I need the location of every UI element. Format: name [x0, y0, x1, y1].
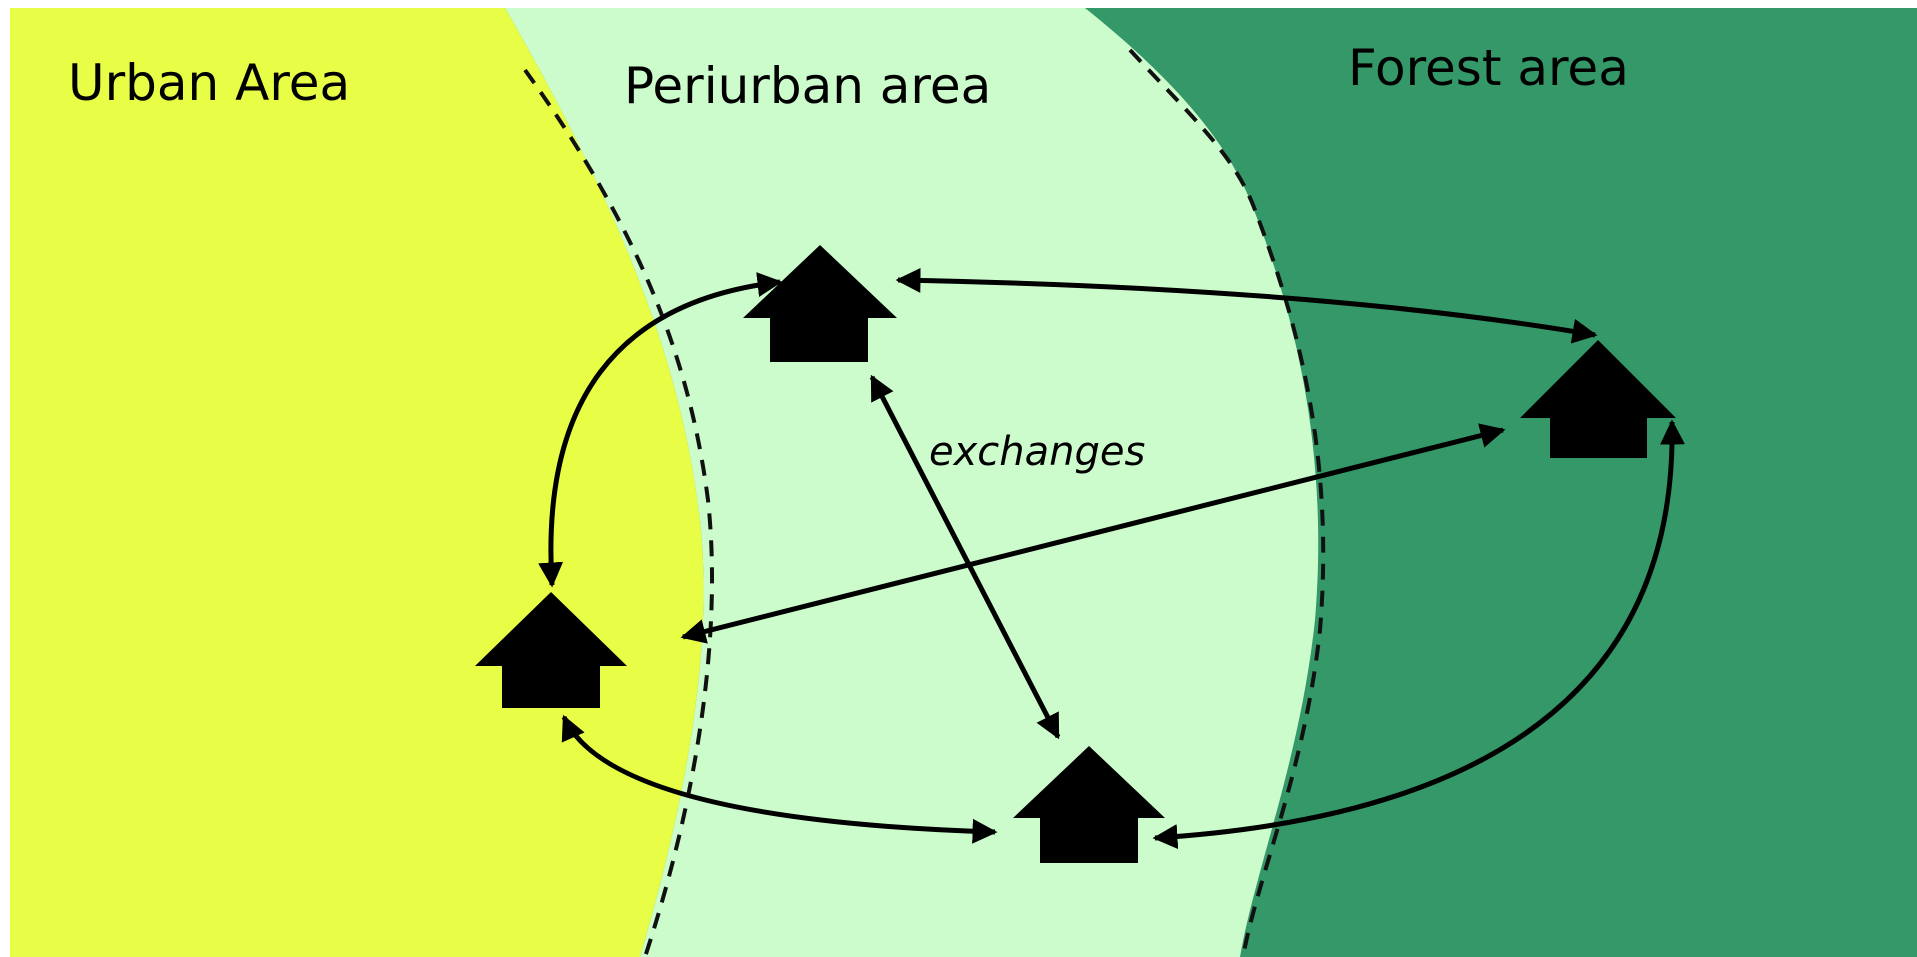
house-icon — [1520, 340, 1676, 458]
house-icon — [475, 592, 627, 708]
exchange-link-bottom-to-forest — [1152, 419, 1685, 850]
forest-area-label: Forest area — [1348, 39, 1629, 97]
house-icon — [743, 245, 897, 362]
exchanges-annotation: exchanges — [929, 429, 1145, 475]
periurban-area-label: Periurban area — [624, 57, 991, 115]
house-icon — [1013, 746, 1165, 863]
exchange-link-top-to-forest — [895, 267, 1598, 344]
urban-area-zone — [10, 8, 704, 957]
exchange-links — [538, 267, 1685, 850]
exchange-link-urban-to-bottom — [561, 714, 998, 844]
urban-area-label: Urban Area — [68, 54, 350, 112]
exchange-link-top-to-urban — [538, 272, 783, 588]
